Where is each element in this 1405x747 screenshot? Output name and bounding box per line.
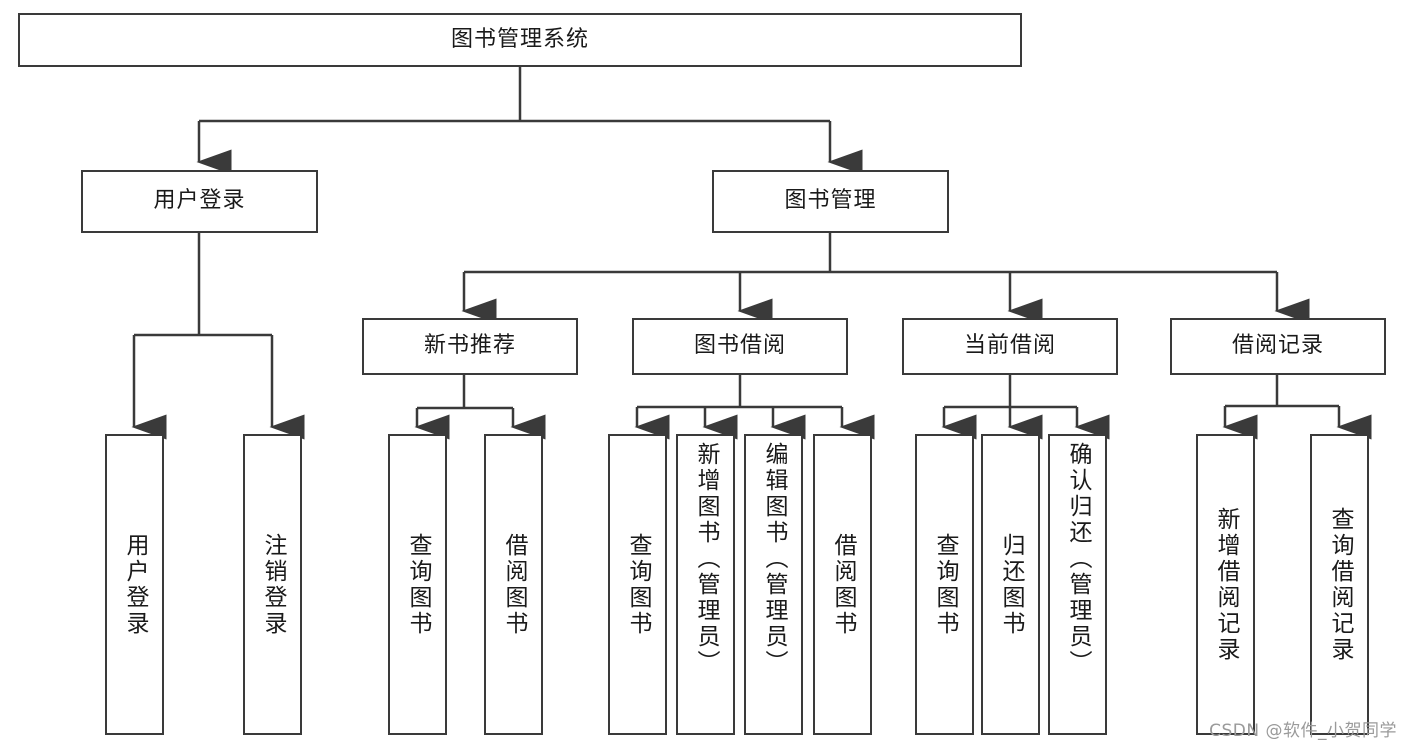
node-leaf-return-book-label: 归还图书 [998, 532, 1024, 637]
node-user-login[interactable]: 用户登录 [81, 170, 318, 233]
node-current-borrow[interactable]: 当前借阅 [902, 318, 1118, 375]
node-leaf-add-book-label: 新增图书（管理员） [693, 442, 719, 676]
node-leaf-borrow-book-1-label: 借阅图书 [501, 532, 527, 637]
node-leaf-borrow-book-2[interactable]: 借阅图书 [813, 434, 872, 735]
node-new-book-recommend-label: 新书推荐 [423, 333, 516, 359]
node-leaf-borrow-book-2-label: 借阅图书 [830, 532, 856, 637]
csdn-watermark: CSDN @软件_小贺同学 [1209, 721, 1397, 741]
node-leaf-return-book[interactable]: 归还图书 [981, 434, 1040, 735]
node-book-borrow[interactable]: 图书借阅 [632, 318, 848, 375]
node-new-book-recommend[interactable]: 新书推荐 [362, 318, 578, 375]
node-leaf-query-record[interactable]: 查询借阅记录 [1310, 434, 1369, 735]
node-leaf-add-book[interactable]: 新增图书（管理员） [676, 434, 735, 735]
node-root-label: 图书管理系统 [450, 26, 589, 52]
node-leaf-query-book-1[interactable]: 查询图书 [388, 434, 447, 735]
node-leaf-edit-book-label: 编辑图书（管理员） [761, 442, 787, 676]
node-leaf-query-book-3-label: 查询图书 [932, 532, 958, 637]
node-leaf-user-login-label: 用户登录 [122, 532, 148, 637]
node-leaf-query-book-1-label: 查询图书 [405, 532, 431, 637]
node-user-login-label: 用户登录 [153, 188, 246, 214]
node-root[interactable]: 图书管理系统 [18, 13, 1022, 67]
node-leaf-confirm-return-label: 确认归还（管理员） [1065, 442, 1091, 676]
node-book-manage[interactable]: 图书管理 [712, 170, 949, 233]
node-leaf-query-book-2-label: 查询图书 [625, 532, 651, 637]
node-leaf-user-login[interactable]: 用户登录 [105, 434, 164, 735]
node-leaf-add-record-label: 新增借阅记录 [1213, 506, 1239, 663]
node-leaf-logout-login-label: 注销登录 [260, 532, 286, 637]
node-leaf-query-record-label: 查询借阅记录 [1327, 506, 1353, 663]
node-current-borrow-label: 当前借阅 [963, 333, 1056, 359]
node-leaf-borrow-book-1[interactable]: 借阅图书 [484, 434, 543, 735]
node-leaf-edit-book[interactable]: 编辑图书（管理员） [744, 434, 803, 735]
node-leaf-query-book-3[interactable]: 查询图书 [915, 434, 974, 735]
node-leaf-add-record[interactable]: 新增借阅记录 [1196, 434, 1255, 735]
node-book-borrow-label: 图书借阅 [693, 333, 786, 359]
node-leaf-logout-login[interactable]: 注销登录 [243, 434, 302, 735]
node-borrow-record[interactable]: 借阅记录 [1170, 318, 1386, 375]
node-borrow-record-label: 借阅记录 [1231, 333, 1324, 359]
node-leaf-confirm-return[interactable]: 确认归还（管理员） [1048, 434, 1107, 735]
node-book-manage-label: 图书管理 [784, 188, 877, 214]
node-leaf-query-book-2[interactable]: 查询图书 [608, 434, 667, 735]
